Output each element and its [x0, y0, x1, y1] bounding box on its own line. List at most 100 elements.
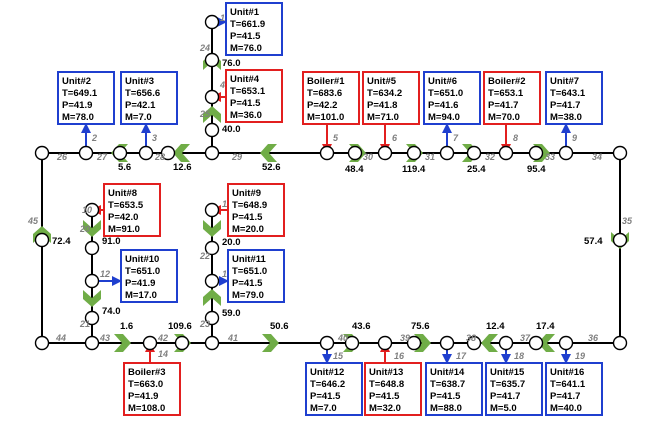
boiler2-temperature: T=653.1	[488, 88, 524, 99]
flow-label-f43_6: 43.6	[352, 321, 371, 332]
node-label-37: 37	[520, 333, 531, 343]
flow-label-f52_6: 52.6	[262, 162, 281, 173]
flow-label-f109_6: 109.6	[168, 321, 192, 332]
node-31	[406, 145, 422, 161]
unit15-box: Unit#15T=635.7P=41.7M=5.0	[485, 362, 543, 416]
unit15-box-border	[485, 362, 543, 416]
unit16-pressure: P=41.7	[550, 391, 580, 402]
unit2-box: Unit#2T=649.1P=41.9M=78.0	[57, 71, 115, 125]
node-8	[498, 145, 514, 161]
node-44	[34, 335, 50, 351]
unit7-box-border	[545, 71, 603, 125]
unit11-temperature: T=651.0	[232, 266, 267, 277]
unit16-box-border	[545, 362, 603, 416]
node-7	[439, 145, 455, 161]
unit3-pressure: P=42.1	[125, 100, 156, 111]
boiler1-pressure: P=42.2	[307, 100, 337, 111]
flow-arrow-f12_4	[481, 334, 498, 352]
unit16-temperature: T=641.1	[550, 379, 586, 390]
flow-arrow-f17_4	[538, 334, 555, 352]
node-label-35: 35	[622, 216, 633, 226]
node-label-3: 3	[152, 133, 157, 143]
unit16-box: Unit#16T=641.1P=41.7M=40.0	[545, 362, 603, 416]
node-1	[204, 14, 220, 30]
flow-arrow-f40	[203, 106, 221, 123]
unit13-temperature: T=648.8	[369, 379, 404, 390]
node-label-10: 10	[82, 205, 92, 215]
node-label-9: 9	[572, 133, 577, 143]
flow-label-f76: 76.0	[222, 58, 241, 69]
unit3-mass-flow: M=7.0	[125, 112, 152, 123]
node-label-23: 23	[199, 319, 210, 329]
unit9-box: Unit#9T=648.9P=41.5M=20.0	[227, 183, 285, 237]
node-label-1: 1	[220, 13, 225, 23]
unit1-box-border	[225, 2, 283, 56]
flow-label-f17_4: 17.4	[536, 321, 555, 332]
unit14-pressure: P=41.5	[430, 391, 461, 402]
node-30	[347, 145, 363, 161]
unit6-box: Unit#6T=651.0P=41.6M=94.0	[423, 71, 481, 125]
node-33	[528, 145, 544, 161]
unit6-pressure: P=41.6	[428, 100, 458, 111]
flow-label-f119_4: 119.4	[402, 164, 426, 175]
unit3-name: Unit#3	[125, 76, 154, 87]
unit10-pressure: P=41.9	[125, 278, 155, 289]
flow-label-f50_6: 50.6	[270, 321, 289, 332]
network-nodes: 1234567891011121314151617181920212223242…	[27, 13, 633, 361]
boiler3-box-border	[123, 362, 181, 416]
node-label-28: 28	[154, 152, 165, 162]
flow-label-f91: 91.0	[102, 236, 121, 247]
node-label-22: 22	[199, 251, 210, 261]
boiler3-pressure: P=41.9	[128, 391, 158, 402]
node-23	[204, 310, 220, 326]
unit3-box-border	[120, 71, 178, 125]
boiler2-mass-flow: M=70.0	[488, 112, 520, 123]
boiler2-box-border	[483, 71, 541, 125]
unit1-name: Unit#1	[230, 7, 260, 18]
boiler2-pressure: P=41.7	[488, 100, 518, 111]
unit8-mass-flow: M=91.0	[108, 224, 140, 235]
unit11-box-border	[227, 249, 285, 303]
unit13-box-border	[364, 362, 422, 416]
flow-label-f12_6: 12.6	[173, 162, 192, 173]
boiler3-temperature: T=663.0	[128, 379, 163, 390]
flow-label-f72_4: 72.4	[52, 236, 71, 247]
unit9-temperature: T=648.9	[232, 200, 267, 211]
node-27	[112, 145, 128, 161]
node-42	[174, 335, 190, 351]
flow-arrow-f20	[203, 220, 221, 237]
unit4-pressure: P=41.5	[230, 98, 261, 109]
flow-label-f40: 40.0	[222, 124, 241, 135]
node-28	[160, 145, 176, 161]
flow-label-f48_4: 48.4	[345, 164, 364, 175]
node-43	[84, 335, 100, 351]
node-25	[204, 122, 220, 138]
flow-arrow-f74	[83, 290, 101, 307]
node-10	[84, 202, 100, 218]
node-35	[612, 232, 628, 248]
flow-arrow-f52_6	[260, 144, 277, 162]
boiler1-temperature: T=683.6	[307, 88, 342, 99]
unit9-mass-flow: M=20.0	[232, 224, 264, 235]
node-19	[558, 335, 574, 351]
unit3-box: Unit#3T=656.6P=42.1M=7.0	[120, 71, 178, 125]
node-41	[204, 335, 220, 351]
node-17	[439, 335, 455, 351]
unit10-mass-flow: M=17.0	[125, 290, 157, 301]
node-label-25: 25	[199, 109, 211, 119]
unit5-pressure: P=41.8	[367, 100, 397, 111]
unit8-temperature: T=653.5	[108, 200, 144, 211]
boiler3-mass-flow: M=108.0	[128, 403, 165, 414]
flow-label-f75_6: 75.6	[411, 321, 430, 332]
unit2-mass-flow: M=78.0	[62, 112, 94, 123]
node-label-11: 11	[222, 199, 231, 209]
node-37	[528, 335, 544, 351]
unit8-box: Unit#8T=653.5P=42.0M=91.0	[103, 183, 161, 237]
unit6-temperature: T=651.0	[428, 88, 463, 99]
unit4-box: Unit#4T=653.1P=41.5M=36.0	[225, 69, 283, 123]
unit5-box: Unit#5T=634.2P=41.8M=71.0	[362, 71, 420, 125]
flow-label-f1_6: 1.6	[120, 321, 133, 332]
node-label-6: 6	[392, 133, 398, 143]
node-40	[344, 335, 360, 351]
flow-label-f74: 74.0	[102, 306, 121, 317]
